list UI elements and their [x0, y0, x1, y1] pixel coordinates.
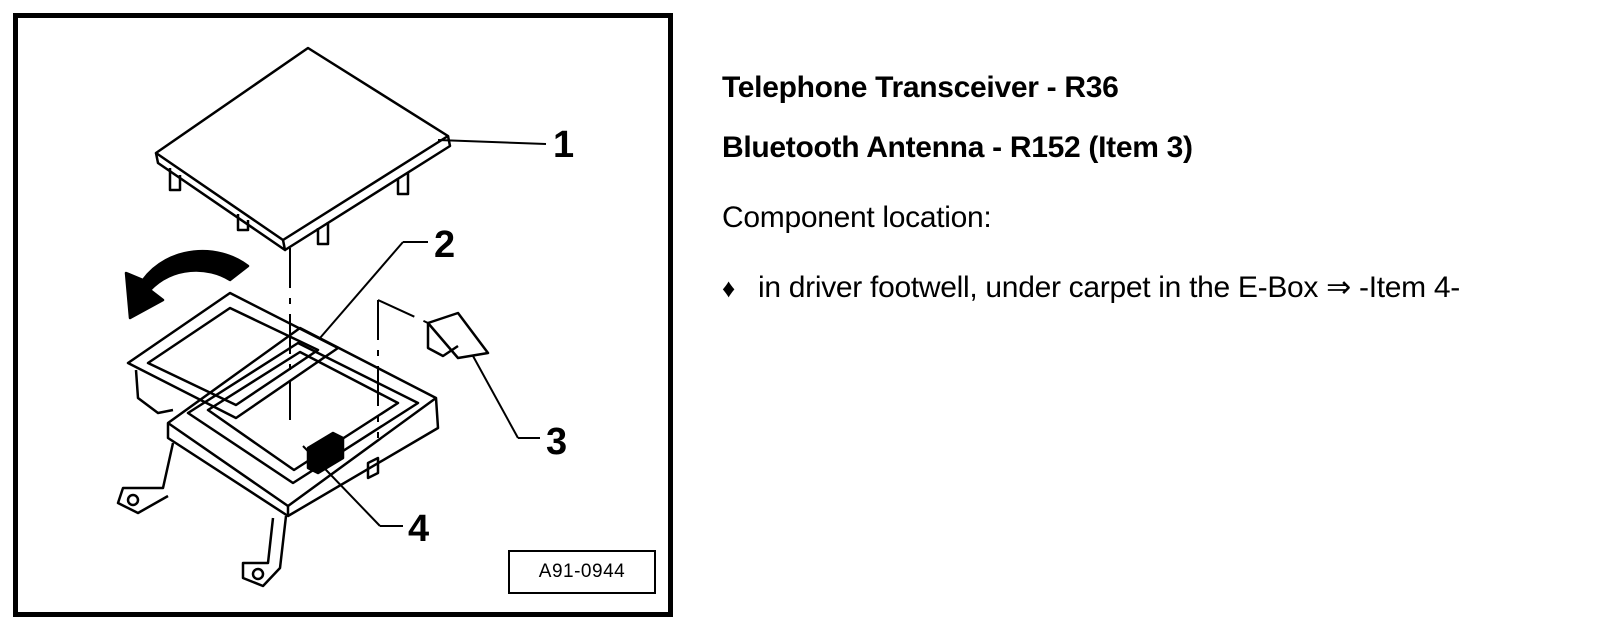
hinged-frame-drawing [126, 291, 340, 420]
rotation-arrow-drawing [124, 249, 250, 320]
e-box-drawing [116, 326, 440, 588]
callout-1: 1 [553, 124, 575, 166]
callout-3: 3 [546, 421, 568, 463]
component-location-label: Component location: [722, 201, 992, 234]
heading-bluetooth-antenna: Bluetooth Antenna - R152 (Item 3) [722, 131, 1193, 164]
bullet-text: in driver footwell, under carpet in the … [758, 271, 1460, 304]
figure-frame: 1 2 3 4 A91-0944 [13, 13, 673, 617]
callout-2: 2 [434, 224, 456, 266]
leader-lines [302, 139, 547, 527]
heading-telephone-transceiver: Telephone Transceiver - R36 [722, 71, 1119, 104]
cover-lid-drawing [154, 46, 452, 252]
text-panel: Telephone Transceiver - R36 Bluetooth An… [722, 66, 1582, 308]
assembly-lines [289, 248, 429, 438]
bluetooth-antenna-drawing [426, 311, 490, 360]
diamond-bullet-icon: ♦ [722, 273, 735, 303]
exploded-view-diagram [116, 46, 547, 588]
callout-4: 4 [408, 508, 430, 550]
figure-id-label: A91-0944 [508, 550, 656, 594]
bullet-item: ♦ in driver footwell, under carpet in th… [722, 268, 1582, 308]
